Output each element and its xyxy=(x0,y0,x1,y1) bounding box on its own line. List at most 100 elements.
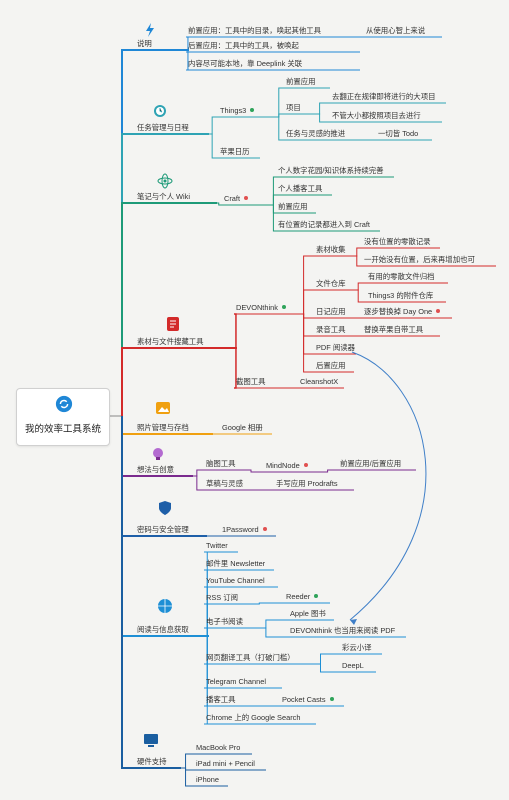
intro-item-text: 前置应用：工具中的目录，唤起其他工具 xyxy=(188,26,322,35)
reading-item-text: 播客工具 xyxy=(206,695,236,704)
reading-item[interactable]: Telegram Channel xyxy=(206,677,266,687)
security-app[interactable]: 1Password xyxy=(222,525,267,535)
reading-item-text: 电子书阅读 xyxy=(206,617,243,626)
root-node[interactable]: 我的效率工具系统 xyxy=(16,388,110,446)
intro-item[interactable]: 前置应用：工具中的目录，唤起其他工具 xyxy=(188,26,321,36)
idea-mindnode[interactable]: MindNode xyxy=(266,461,308,471)
reading-item[interactable]: 网页翻译工具（打破门槛） xyxy=(206,653,295,663)
branch-photo[interactable]: 照片管理与存档 xyxy=(137,423,189,433)
wiki-item-text: 个人播客工具 xyxy=(278,184,323,193)
wiki-item[interactable]: 个人播客工具 xyxy=(278,184,322,194)
intro-note[interactable]: 从使用心智上来说 xyxy=(366,26,425,36)
branch-photo-text: 照片管理与存档 xyxy=(137,423,189,432)
reading-pocketcasts-text: Pocket Casts xyxy=(282,695,326,704)
connector xyxy=(246,602,284,605)
lightbulb-icon xyxy=(153,448,163,460)
idea-mindnode-note[interactable]: 前置应用/后置应用 xyxy=(340,459,401,469)
task-project-item[interactable]: 去翻正在规律即将进行的大项目 xyxy=(332,92,435,102)
files-repo[interactable]: 有用的零散文件归档 xyxy=(368,272,435,282)
files-devon[interactable]: DEVONthink xyxy=(236,303,286,313)
branch-intro[interactable]: 说明 xyxy=(137,39,152,49)
idea-sub[interactable]: 草稿与灵感 xyxy=(206,479,243,489)
reading-books-text: DEVONthink 也当用来阅读 PDF xyxy=(290,626,396,635)
task-sub[interactable]: 任务与灵感的推进 xyxy=(286,129,345,139)
reading-reeder[interactable]: Reeder xyxy=(286,592,319,602)
connector xyxy=(322,469,338,473)
branch-task[interactable]: 任务管理与日程 xyxy=(137,123,189,133)
reading-item[interactable]: Twitter xyxy=(206,541,228,551)
files-material[interactable]: 一开始没有位置，后来再增加也可 xyxy=(364,255,475,265)
branch-idea[interactable]: 想法与创意 xyxy=(137,465,174,475)
files-cleanshot[interactable]: CleanshotX xyxy=(300,377,338,387)
wiki-item[interactable]: 前置应用 xyxy=(278,202,308,212)
branch-wiki-text: 笔记与个人 Wiki xyxy=(137,192,190,201)
task-things[interactable]: Things3 xyxy=(220,106,255,116)
reading-item[interactable]: Chrome 上的 Google Search xyxy=(206,713,300,723)
task-project-item[interactable]: 不管大小都按照项目去进行 xyxy=(332,111,421,121)
files-sub[interactable]: 后置应用 xyxy=(316,361,346,371)
reading-pocketcasts[interactable]: Pocket Casts xyxy=(282,695,334,705)
connector xyxy=(234,313,237,349)
task-calendar[interactable]: 苹果日历 xyxy=(220,147,250,157)
task-todo[interactable]: 一切皆 Todo xyxy=(378,129,418,139)
task-sub[interactable]: 前置应用 xyxy=(286,77,316,87)
files-sub[interactable]: PDF 阅读器 xyxy=(316,343,355,353)
hardware-item[interactable]: iPad mini + Pencil xyxy=(196,759,255,769)
files-material[interactable]: 没有位置的零散记录 xyxy=(364,237,431,247)
task-sub-text: 任务与灵感的推进 xyxy=(286,129,346,138)
task-todo-text: 一切皆 Todo xyxy=(378,129,419,138)
reading-books[interactable]: DEVONthink 也当用来阅读 PDF xyxy=(290,626,395,636)
reading-item[interactable]: 邮件里 Newsletter xyxy=(206,559,265,569)
reading-translate[interactable]: 彩云小译 xyxy=(342,643,372,653)
intro-item[interactable]: 后置应用：工具中的工具，被唤起 xyxy=(188,41,299,51)
reading-translate[interactable]: DeepL xyxy=(342,661,364,671)
intro-item-text: 后置应用：工具中的工具，被唤起 xyxy=(188,41,299,50)
branch-wiki[interactable]: 笔记与个人 Wiki xyxy=(137,192,190,202)
branch-connector xyxy=(121,416,135,637)
intro-note-text: 从使用心智上来说 xyxy=(366,26,426,35)
branch-connector xyxy=(121,416,135,769)
wiki-craft[interactable]: Craft xyxy=(224,194,249,204)
connector xyxy=(354,255,362,267)
files-record[interactable]: 替换苹果自带工具 xyxy=(364,325,423,335)
idea-drafts[interactable]: 手写应用 Prodrafts xyxy=(276,479,338,489)
photo-google-text: Google 相册 xyxy=(222,423,263,432)
hardware-item[interactable]: iPhone xyxy=(196,775,219,785)
branch-security[interactable]: 密码与安全管理 xyxy=(137,525,189,535)
hardware-item[interactable]: MacBook Pro xyxy=(196,743,240,753)
branch-files[interactable]: 素材与文件搜藏工具 xyxy=(137,337,204,347)
reading-item-text: 网页翻译工具（打破门槛） xyxy=(206,653,295,662)
files-shot[interactable]: 截图工具 xyxy=(236,377,266,387)
wiki-item[interactable]: 有位置的记录都进入到 Craft xyxy=(278,220,370,230)
reading-books[interactable]: Apple 图书 xyxy=(290,609,326,619)
intro-item[interactable]: 内容尽可能本地，靠 Deeplink 关联 xyxy=(188,59,302,69)
files-sub[interactable]: 素材收集 xyxy=(316,245,346,255)
reading-item[interactable]: 播客工具 xyxy=(206,695,236,705)
reading-item-text: YouTube Channel xyxy=(206,576,265,585)
branch-files-text: 素材与文件搜藏工具 xyxy=(137,337,204,346)
idea-sub-text: 草稿与灵感 xyxy=(206,479,243,488)
connector xyxy=(314,102,330,115)
files-diary[interactable]: 逐步替换掉 Day One xyxy=(364,307,441,317)
reading-item[interactable]: RSS 订阅 xyxy=(206,593,238,603)
files-repo[interactable]: Things3 的附件仓库 xyxy=(368,291,433,301)
reading-item[interactable]: YouTube Channel xyxy=(206,576,265,586)
hardware-item-text: iPhone xyxy=(196,775,220,784)
connector xyxy=(298,313,314,355)
intro-item-text: 内容尽可能本地，靠 Deeplink 关联 xyxy=(188,59,303,68)
files-sub[interactable]: 日记应用 xyxy=(316,307,346,317)
reading-item[interactable]: 电子书阅读 xyxy=(206,617,243,627)
branch-connector xyxy=(121,347,135,416)
photo-google[interactable]: Google 相册 xyxy=(222,423,263,433)
branch-hardware[interactable]: 硬件支持 xyxy=(137,757,167,767)
files-sub[interactable]: 录音工具 xyxy=(316,325,346,335)
task-sub[interactable]: 项目 xyxy=(286,103,301,113)
branch-reading[interactable]: 阅读与信息获取 xyxy=(137,625,189,635)
files-sub-text: 日记应用 xyxy=(316,307,346,316)
files-sub[interactable]: 文件仓库 xyxy=(316,279,346,289)
idea-sub[interactable]: 脑图工具 xyxy=(206,459,236,469)
wiki-item[interactable]: 个人数字花园/知识体系持续完善 xyxy=(278,166,384,176)
task-calendar-text: 苹果日历 xyxy=(220,147,250,156)
connector xyxy=(254,627,288,638)
